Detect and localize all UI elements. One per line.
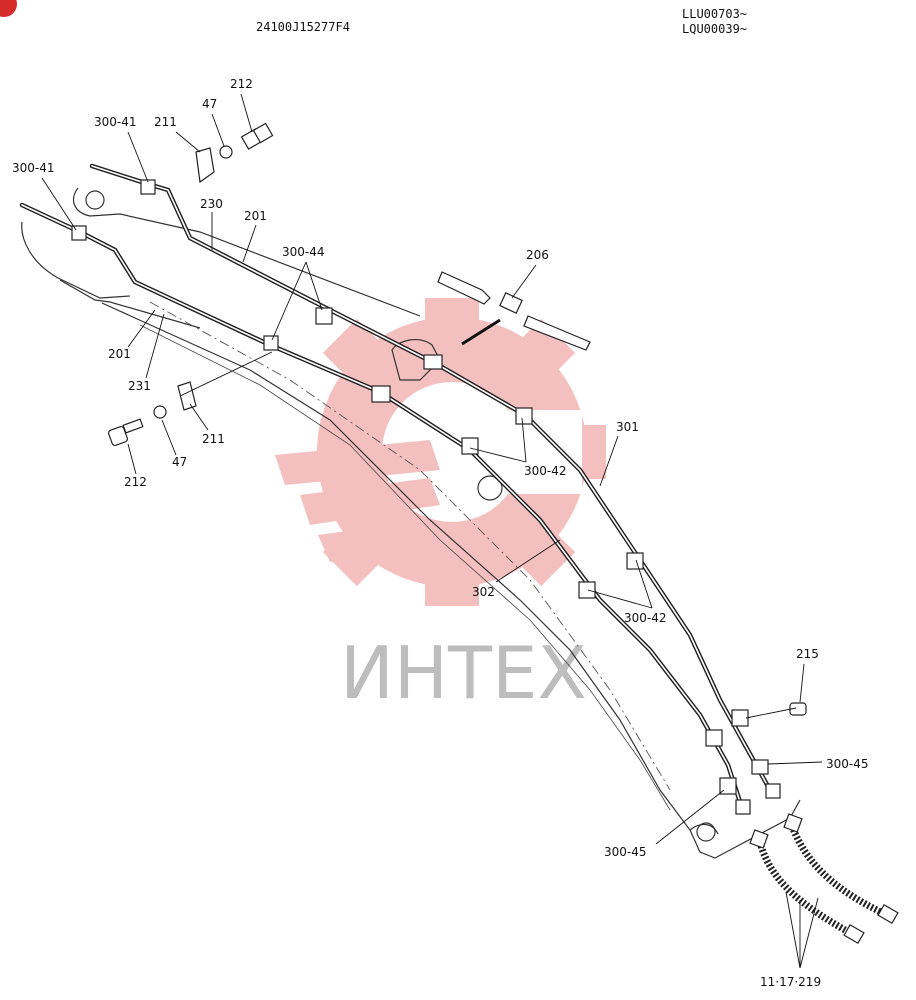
pipe-end-fitting-b [735, 799, 751, 815]
label-47-bottom: 47 [172, 455, 187, 469]
label-11-17-219: 11·17·219 [760, 975, 821, 989]
label-47-top: 47 [202, 97, 217, 111]
label-211-bottom: 211 [202, 432, 225, 446]
label-300-45-right: 300-45 [826, 757, 869, 771]
pipe-end-fitting-a [765, 783, 781, 799]
clamp-300-41-b [71, 225, 87, 241]
bolt-212-bottom [107, 418, 144, 447]
label-300-42-a: 300-42 [524, 464, 567, 478]
fitting-206-assembly [437, 271, 591, 351]
label-300-41-b: 300-41 [12, 161, 55, 175]
clamp-302-b [578, 581, 596, 599]
drawing-number: 24100J15277F4 [256, 20, 350, 34]
label-230: 230 [200, 197, 223, 211]
label-231: 231 [128, 379, 151, 393]
bolt-212-top [240, 122, 274, 150]
leader-lines [41, 93, 823, 969]
clamp-302-c [705, 729, 723, 747]
label-300-45-left: 300-45 [604, 845, 647, 859]
watermark-text: ИНТЕХ [340, 631, 587, 715]
clamp-301-b [626, 552, 644, 570]
label-300-42-b: 300-42 [624, 611, 667, 625]
clamp-302-mid [371, 385, 391, 403]
clamp-300-41-a [140, 179, 156, 195]
clamp-300-42-top [423, 354, 443, 370]
label-215: 215 [796, 647, 819, 661]
label-206: 206 [526, 248, 549, 262]
clip-211-bottom [177, 381, 197, 411]
label-201-left: 201 [108, 347, 131, 361]
corner-badge [0, 0, 17, 17]
label-302: 302 [472, 585, 495, 599]
label-212-top: 212 [230, 77, 253, 91]
boom-body [21, 187, 801, 859]
hose-assemblies [749, 813, 899, 945]
clamp-302-a [461, 437, 479, 455]
clamp-301-a [515, 407, 533, 425]
label-301: 301 [616, 420, 639, 434]
clamp-300-44-a [315, 307, 333, 325]
clamp-301-c [731, 709, 749, 727]
clip-211-top [195, 147, 215, 184]
clamp-300-44-b [263, 335, 279, 351]
label-201-top: 201 [244, 209, 267, 223]
label-300-41-a: 300-41 [94, 115, 137, 129]
watermark-gear [275, 298, 606, 606]
label-212-bottom: 212 [124, 475, 147, 489]
washer-47-bottom [153, 405, 167, 419]
clamp-300-45-a [751, 759, 769, 775]
serial-range-1: LLU00703~ [682, 7, 747, 21]
washer-47-top [219, 145, 233, 159]
serial-range-2: LQU00039~ [682, 22, 747, 36]
label-300-44: 300-44 [282, 245, 325, 259]
label-211-top: 211 [154, 115, 177, 129]
